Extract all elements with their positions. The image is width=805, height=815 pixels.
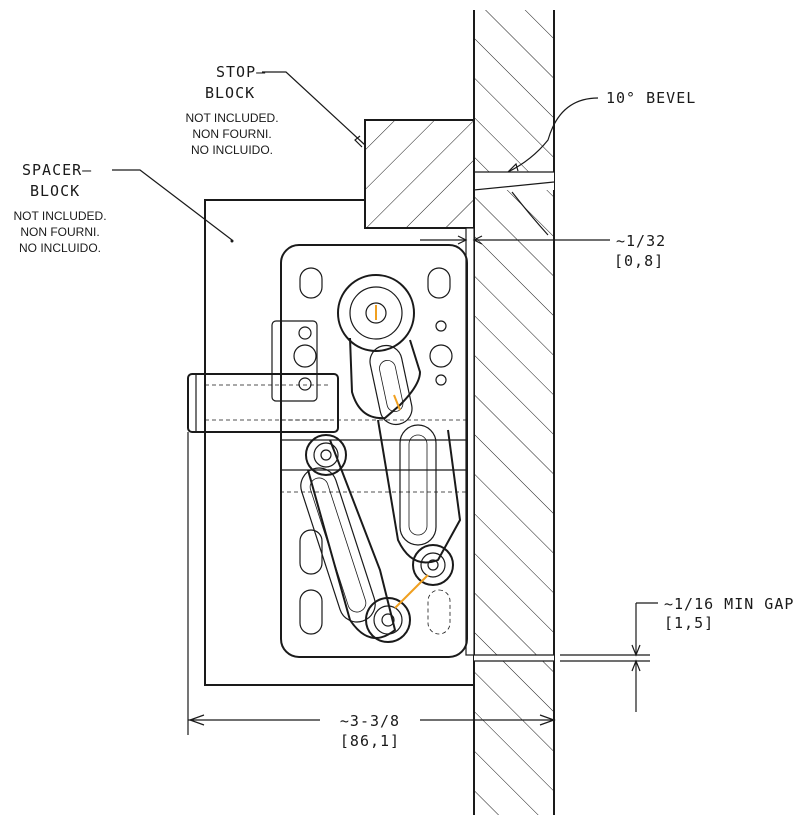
width-mm: [86,1] <box>340 732 400 750</box>
stop-note-es: NO INCLUIDO. <box>191 143 273 157</box>
leaders <box>112 71 599 243</box>
bevel-label: 10° BEVEL <box>606 89 696 107</box>
stop-block-label: STOP— <box>216 63 266 81</box>
min-gap-in: ~1/16 MIN GAP <box>664 595 794 613</box>
spacer-block <box>204 199 474 686</box>
cabinet-wall <box>473 10 555 815</box>
stop-block-label-2: BLOCK <box>205 84 255 102</box>
dimension-min-gap <box>560 602 658 712</box>
stop-block <box>364 119 475 229</box>
width-in: ~3-3/8 <box>340 712 400 730</box>
top-gap-mm: [0,8] <box>614 252 664 270</box>
cam-adjuster <box>187 320 339 433</box>
spacer-block-label: SPACER— <box>22 161 92 179</box>
spacer-note-fr: NON FOURNI. <box>20 225 99 239</box>
top-gap-in: ~1/32 <box>616 232 666 250</box>
dimension-top-gap <box>420 235 610 245</box>
hinge-arms <box>300 274 462 643</box>
min-gap-mm: [1,5] <box>664 614 714 632</box>
spacer-note-en: NOT INCLUDED. <box>13 209 106 223</box>
stop-note-en: NOT INCLUDED. <box>185 111 278 125</box>
stop-note-fr: NON FOURNI. <box>192 127 271 141</box>
dimension-width <box>187 432 556 735</box>
spacer-block-label-2: BLOCK <box>30 182 80 200</box>
spacer-note-es: NO INCLUIDO. <box>19 241 101 255</box>
hinge-plate <box>280 244 468 658</box>
